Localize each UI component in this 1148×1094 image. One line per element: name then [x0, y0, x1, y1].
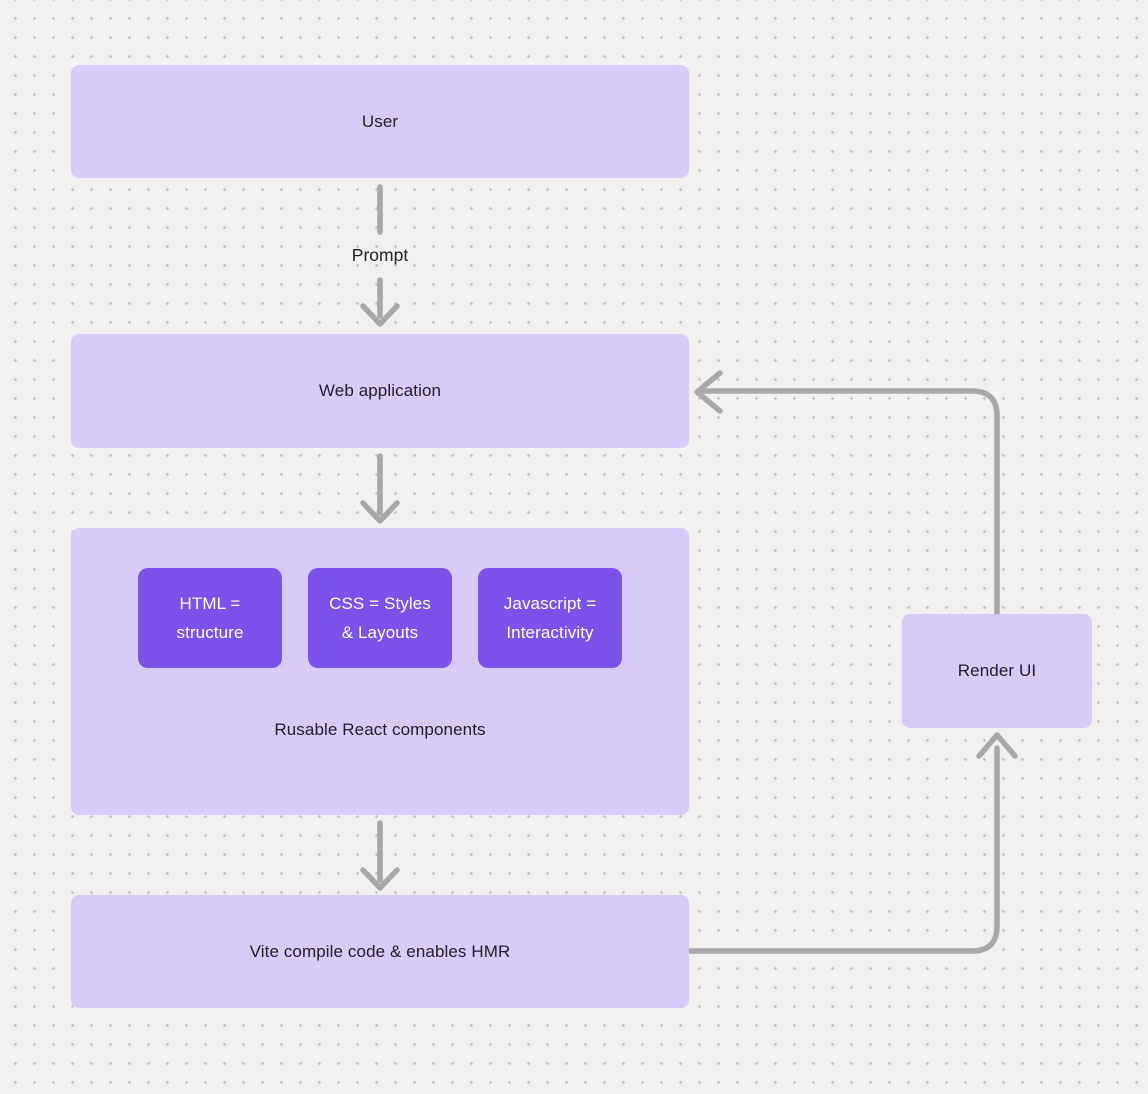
- edge-label-prompt: Prompt: [351, 245, 409, 265]
- edge-render-to-webapp: [700, 388, 1000, 617]
- node-web-application[interactable]: Web application: [71, 334, 689, 448]
- node-render-ui[interactable]: Render UI: [902, 614, 1092, 728]
- node-css-label: CSS = Styles & Layouts: [329, 594, 431, 642]
- edge-vite-to-render: [687, 745, 1000, 954]
- node-html-label: HTML = structure: [176, 594, 244, 642]
- node-javascript-label: Javascript = Interactivity: [503, 594, 597, 642]
- edge-user-to-webapp-arrowhead: [360, 303, 400, 327]
- node-user-label: User: [361, 111, 399, 131]
- components-group-caption: Rusable React components: [274, 720, 486, 739]
- node-web-application-label: Web application: [318, 381, 442, 400]
- node-vite[interactable]: Vite compile code & enables HMR: [71, 895, 689, 1008]
- node-vite-label: Vite compile code & enables HMR: [249, 941, 511, 961]
- edge-components-to-vite-arrowhead: [360, 867, 400, 891]
- node-render-ui-label: Render UI: [957, 661, 1037, 680]
- node-css[interactable]: CSS = Styles & Layouts: [308, 568, 452, 668]
- edge-vite-to-render-arrowhead: [976, 732, 1018, 759]
- edge-render-to-webapp-arrowhead: [694, 370, 723, 414]
- node-user[interactable]: User: [71, 65, 689, 178]
- node-javascript[interactable]: Javascript = Interactivity: [478, 568, 622, 668]
- node-html[interactable]: HTML = structure: [138, 568, 282, 668]
- edge-webapp-to-components-arrowhead: [360, 500, 400, 524]
